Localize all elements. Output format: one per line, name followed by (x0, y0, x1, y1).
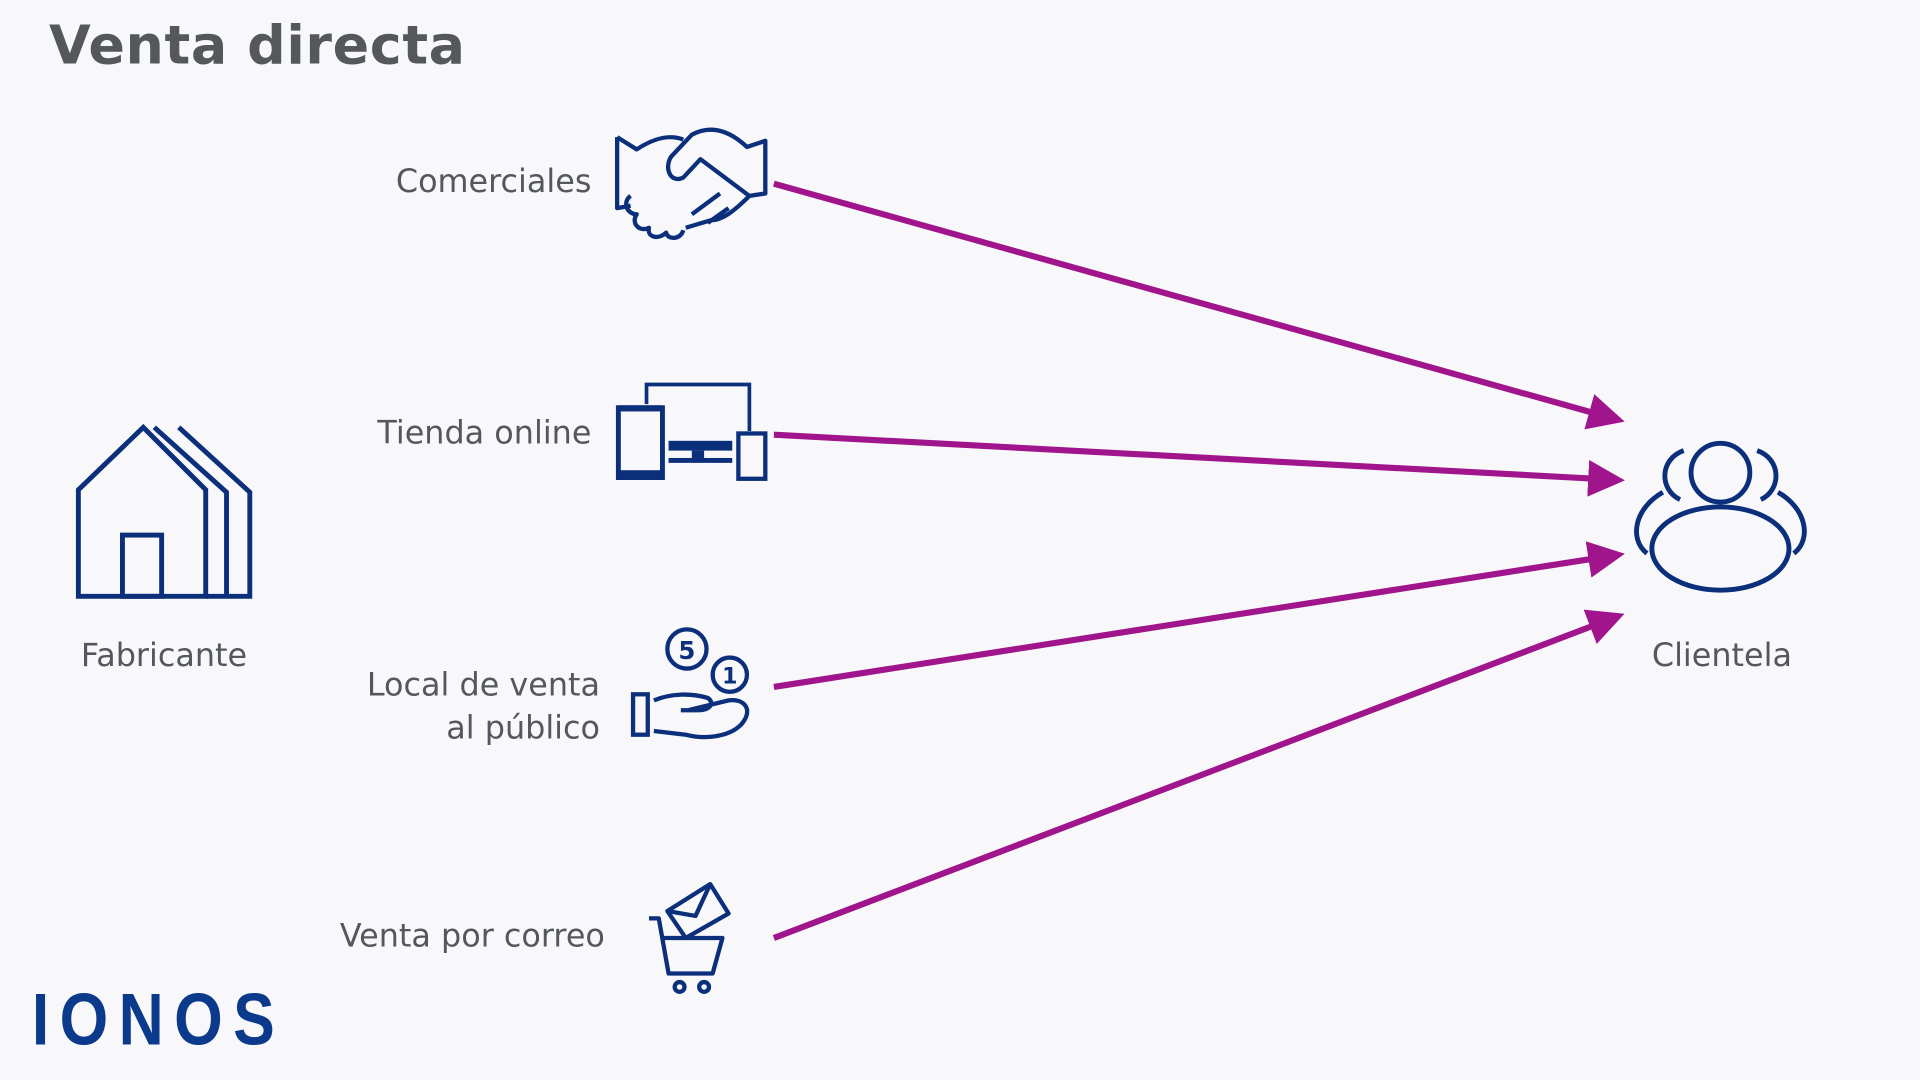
channel-label-tienda-online: Tienda online (377, 415, 592, 452)
arrow-comerciales (773, 180, 1625, 430)
source-label: Fabricante (80, 637, 248, 675)
channel-label-venta-correo: Venta por correo (339, 918, 605, 956)
svg-text:1: 1 (722, 664, 737, 689)
arrow-tienda-online (773, 431, 1625, 497)
ionos-logo: IONOS (31, 978, 286, 1061)
channel-label-local-venta-2: al público (446, 710, 601, 747)
target-label: Clientela (1651, 637, 1792, 675)
page-title: Venta directa (48, 14, 466, 78)
customers-icon (1634, 440, 1807, 593)
hand-coins-icon: 5 1 (630, 627, 750, 740)
handshake-icon (615, 127, 768, 240)
channel-label-local-venta-1: Local de venta (366, 667, 601, 705)
arrow-local-venta (773, 541, 1625, 690)
arrow-venta-correo (772, 609, 1625, 941)
mail-cart-icon (648, 881, 731, 994)
channel-label-comerciales: Comerciales (395, 164, 592, 201)
svg-text:5: 5 (678, 636, 695, 665)
devices-icon (615, 382, 768, 481)
factory-icon (75, 423, 253, 599)
